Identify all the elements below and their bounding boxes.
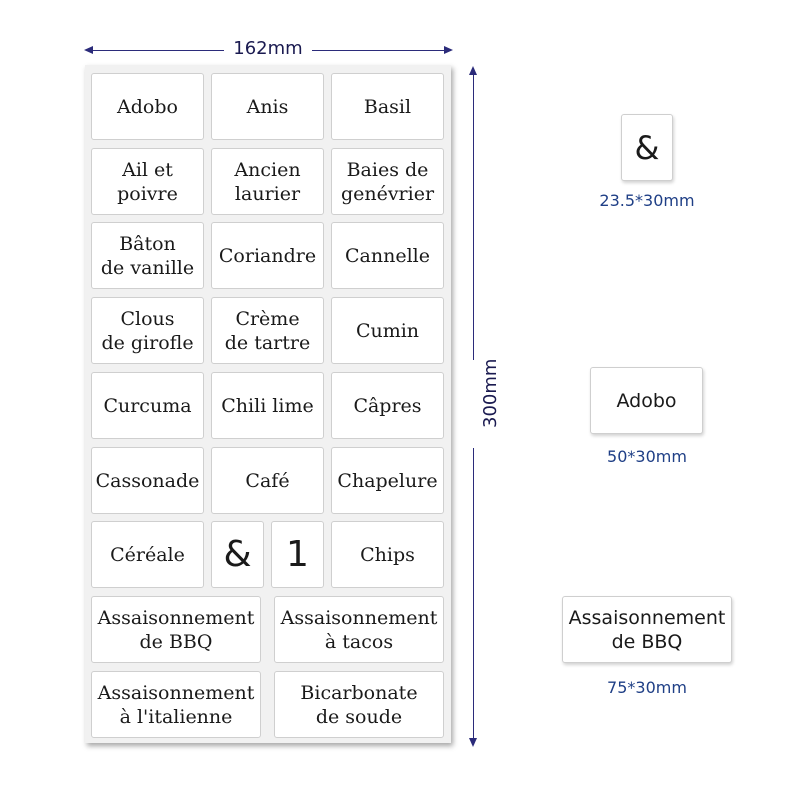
- label-coriandre: Coriandre: [211, 222, 324, 289]
- label-assaisonnement-de-bbq: Assaisonnement de BBQ: [91, 596, 261, 663]
- label-creme-de-tartre: Crème de tartre: [211, 297, 324, 364]
- sample-small-size: 23.5*30mm: [599, 191, 695, 210]
- label-ail-et-poivre: Ail et poivre: [91, 148, 204, 215]
- label-baton-de-vanille: Bâton de vanille: [91, 222, 204, 289]
- label-basil: Basil: [331, 73, 444, 140]
- label-cannelle: Cannelle: [331, 222, 444, 289]
- sample-medium-size: 50*30mm: [607, 447, 687, 466]
- label-assaisonnement-a-litalienne: Assaisonnement à l'italienne: [91, 671, 261, 738]
- label-clous-de-girofle: Clous de girofle: [91, 297, 204, 364]
- label-chips: Chips: [331, 521, 444, 588]
- label-capres: Câpres: [331, 372, 444, 439]
- height-arrow-up-icon: [469, 66, 477, 75]
- label-bicarbonate-de-soude: Bicarbonate de soude: [274, 671, 444, 738]
- label-ampersand: &: [211, 521, 264, 588]
- width-dimension-label: 162mm: [233, 38, 303, 59]
- height-dimension-label: 300mm: [480, 358, 501, 428]
- label-assaisonnement-a-tacos: Assaisonnement à tacos: [274, 596, 444, 663]
- height-arrow-down-icon: [469, 738, 477, 747]
- label-chili-lime: Chili lime: [211, 372, 324, 439]
- label-adobo: Adobo: [91, 73, 204, 140]
- label-ancien-laurier: Ancien laurier: [211, 148, 324, 215]
- width-arrow-right-icon: [444, 46, 453, 54]
- label-anis: Anis: [211, 73, 324, 140]
- width-arrow-left-icon: [84, 46, 93, 54]
- label-cumin: Cumin: [331, 297, 444, 364]
- label-cassonade: Cassonade: [91, 447, 204, 514]
- sample-label-large: Assaisonnement de BBQ: [562, 596, 732, 663]
- label-chapelure: Chapelure: [331, 447, 444, 514]
- label-curcuma: Curcuma: [91, 372, 204, 439]
- width-dimension-line: [88, 50, 224, 51]
- label-cafe: Café: [211, 447, 324, 514]
- width-dimension-line: [312, 50, 448, 51]
- label-one: 1: [271, 521, 324, 588]
- label-cereale: Céréale: [91, 521, 204, 588]
- label-baies-de-genevrier: Baies de genévrier: [331, 148, 444, 215]
- height-dimension-line: [473, 448, 474, 740]
- sample-label-small: &: [621, 114, 673, 181]
- sample-label-medium: Adobo: [590, 367, 703, 434]
- sample-large-size: 75*30mm: [607, 678, 687, 697]
- height-dimension-line: [473, 70, 474, 360]
